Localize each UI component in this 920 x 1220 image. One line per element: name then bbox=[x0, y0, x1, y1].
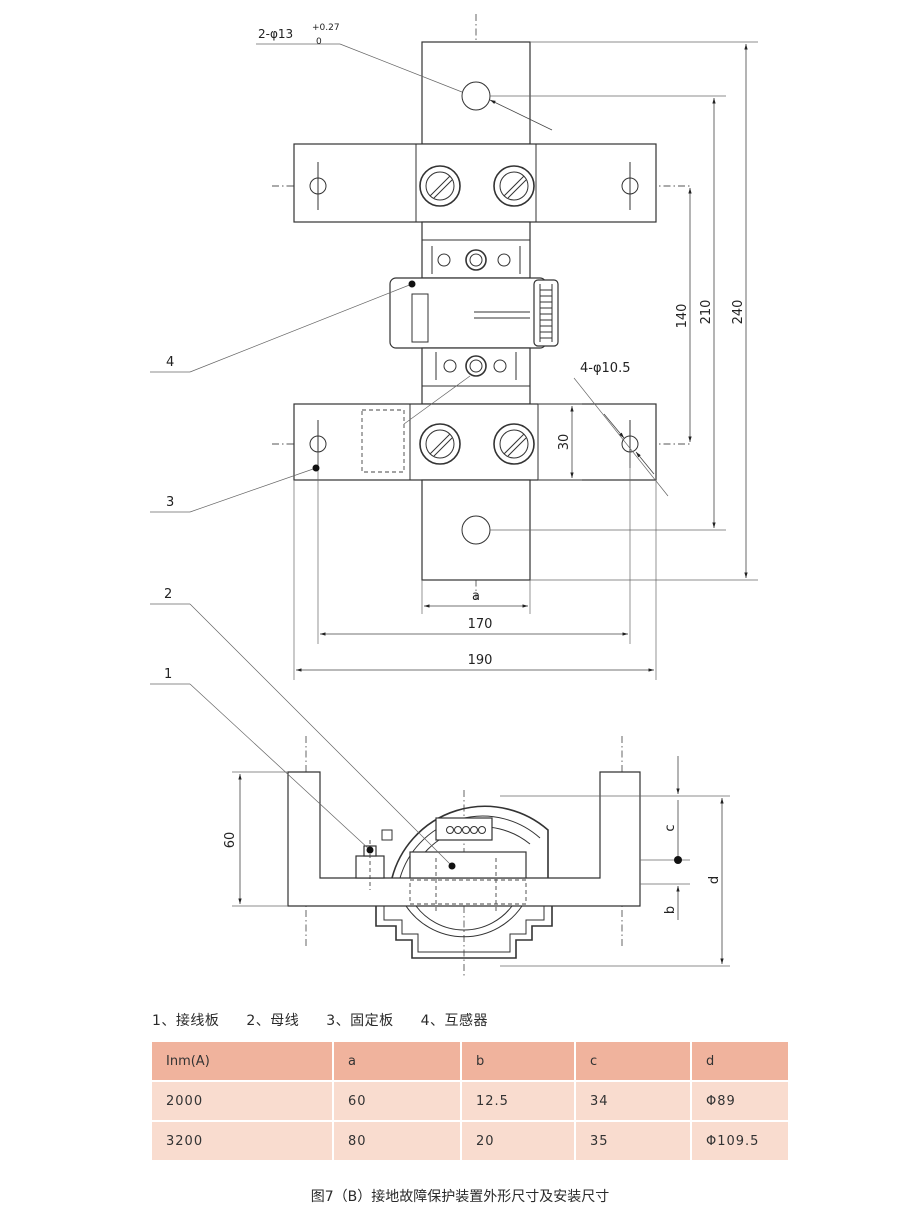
legend-item: 2、母线 bbox=[246, 1013, 300, 1029]
cell: 34 bbox=[575, 1080, 692, 1121]
col-c: c bbox=[575, 1042, 692, 1081]
col-b: b bbox=[461, 1042, 576, 1081]
callout-1: 1 bbox=[164, 667, 172, 682]
label-dim-30: 30 bbox=[557, 434, 572, 451]
bolt-upper-left bbox=[419, 165, 461, 207]
table-row: 2000 60 12.5 34 Φ89 bbox=[152, 1080, 788, 1121]
label-dim-210: 210 bbox=[699, 300, 714, 325]
legend-item: 1、接线板 bbox=[152, 1013, 220, 1029]
label-dim-140: 140 bbox=[675, 304, 690, 329]
bolt-upper-right bbox=[493, 165, 535, 207]
figure-caption: 图7（B）接地故障保护装置外形尺寸及安装尺寸 bbox=[310, 1189, 610, 1205]
label-dim-60: 60 bbox=[223, 832, 238, 849]
legend-item: 4、互感器 bbox=[420, 1013, 489, 1029]
label-hole-top: 2-φ13 bbox=[258, 27, 293, 41]
cell: 2000 bbox=[152, 1080, 334, 1121]
label-dim-170: 170 bbox=[468, 617, 493, 632]
top-view: 2-φ13 +0.27 0 240 210 140 30 4-φ10.5 a bbox=[150, 14, 758, 680]
label-dim-c: c bbox=[663, 824, 678, 831]
upper-fixing-plate bbox=[293, 143, 657, 223]
bolt-lower-right bbox=[493, 423, 535, 465]
cell: 20 bbox=[461, 1120, 576, 1160]
table-row: 3200 80 20 35 Φ109.5 bbox=[152, 1120, 788, 1160]
label-dim-b: b bbox=[663, 906, 678, 914]
label-hole-side: 4-φ10.5 bbox=[580, 361, 630, 376]
side-view: 60 c b d 2 1 bbox=[150, 587, 730, 976]
cell: 3200 bbox=[152, 1120, 334, 1160]
callout-4: 4 bbox=[166, 355, 174, 370]
label-dim-240: 240 bbox=[731, 300, 746, 325]
callout-3: 3 bbox=[166, 495, 174, 510]
label-hole-top-tol-upper: +0.27 bbox=[312, 23, 340, 33]
lower-fixing-plate bbox=[293, 403, 657, 481]
dimension-drawing: 2-φ13 +0.27 0 240 210 140 30 4-φ10.5 a bbox=[150, 14, 758, 976]
top-busbar bbox=[421, 41, 531, 145]
col-inm: Inm(A) bbox=[152, 1042, 334, 1081]
legend-item: 3、固定板 bbox=[326, 1013, 394, 1029]
table-header-row: Inm(A) a b c d bbox=[152, 1042, 788, 1081]
label-dim-190: 190 bbox=[468, 653, 493, 668]
label-hole-top-tol-lower: 0 bbox=[316, 37, 322, 47]
cell: Φ109.5 bbox=[691, 1120, 788, 1160]
dimension-table: Inm(A) a b c d 2000 60 12.5 34 Φ89 3200 … bbox=[152, 1042, 788, 1160]
transformer bbox=[389, 277, 559, 349]
connection-plate bbox=[287, 771, 641, 907]
col-d: d bbox=[691, 1042, 788, 1081]
label-dim-d: d bbox=[707, 876, 722, 884]
cell: Φ89 bbox=[691, 1080, 788, 1121]
col-a: a bbox=[333, 1042, 462, 1081]
cell: 12.5 bbox=[461, 1080, 576, 1121]
bolt-lower-left bbox=[419, 423, 461, 465]
parts-legend: 1、接线板 2、母线 3、固定板 4、互感器 bbox=[152, 1010, 510, 1030]
cell: 35 bbox=[575, 1120, 692, 1160]
cell: 80 bbox=[333, 1120, 462, 1160]
label-dim-a: a bbox=[472, 589, 480, 604]
cell: 60 bbox=[333, 1080, 462, 1121]
callout-2: 2 bbox=[164, 587, 172, 602]
